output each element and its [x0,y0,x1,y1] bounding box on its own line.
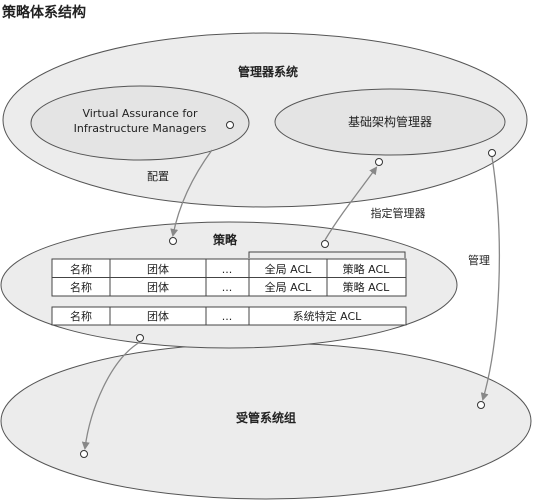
vaim-label-line1: Virtual Assurance for [82,107,198,120]
management-system-ellipse [2,32,528,208]
manage-port [488,149,496,157]
policy-table-system-frame [51,306,407,326]
row3-name: 名称 [70,309,92,323]
row2-policy-acl: 策略 ACL [343,280,391,294]
policy-port-in [169,237,177,245]
row2-ellipsis: ... [222,281,233,294]
infra-manager-ellipse [274,88,506,156]
row1-community: 团体 [147,262,169,276]
manage-arrow [480,156,500,401]
policy-port-acl [321,240,329,248]
row3-ellipsis: ... [222,310,233,323]
row1-policy-acl: 策略 ACL [343,262,391,276]
managed-group-port-right [477,401,485,409]
diagram-title: 策略体系结构 [1,4,86,21]
configure-arrow [170,149,213,237]
management-system-label: 管理器系统 [238,64,298,79]
row2-name: 名称 [70,280,92,294]
policy-label: 策略 [213,232,238,247]
row1-name: 名称 [70,262,92,276]
managed-group-label: 受管系统组 [236,410,296,425]
vaim-label-line2: Infrastructure Managers [74,122,207,135]
manage-label: 管理 [468,253,490,267]
assign-manager-arrow [324,166,378,241]
policy-port-out [136,334,144,342]
row1-global-acl: 全局 ACL [265,262,313,276]
vaim-port [226,121,234,129]
managed-group-port-left [80,450,88,458]
row2-global-acl: 全局 ACL [265,280,313,294]
row3-community: 团体 [147,309,169,323]
apply-arrow [81,341,141,450]
row2-community: 团体 [147,280,169,294]
acl-bracket [248,251,406,258]
infra-manager-port [375,158,383,166]
configure-label: 配置 [147,170,169,183]
policy-table-system-row: 名称 团体 ... 系统特定 ACL [51,306,407,326]
row3-system-acl: 系统特定 ACL [293,309,363,323]
infra-manager-label: 基础架构管理器 [348,114,432,129]
row1-ellipsis: ... [222,263,233,276]
assign-manager-label: 指定管理器 [371,206,426,220]
vaim-ellipse [30,85,250,161]
policy-table: 名称 团体 ... 全局 ACL 策略 ACL 名称 团体 ... 全局 ACL… [51,258,407,297]
